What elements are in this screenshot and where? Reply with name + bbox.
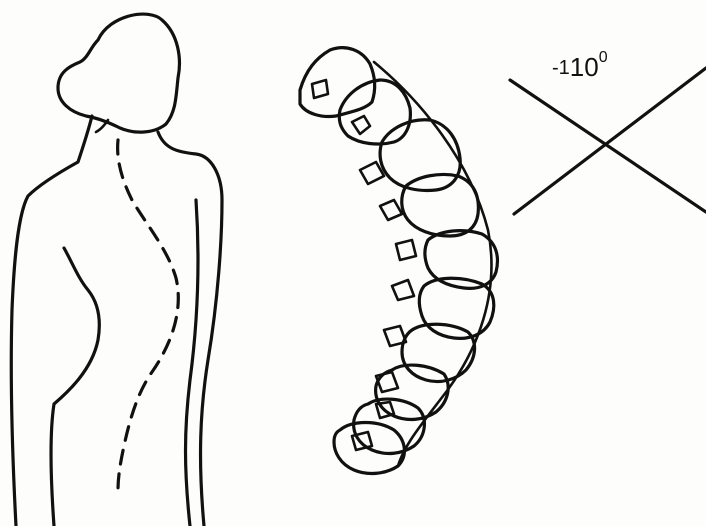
arm-back-outline	[186, 200, 199, 526]
vertebra	[384, 324, 475, 381]
angle-indicator	[510, 68, 706, 214]
angle-line-1	[510, 80, 706, 212]
human-silhouette	[11, 14, 222, 526]
vertebra	[334, 423, 404, 474]
angle-degree: 0	[599, 49, 608, 66]
back-outline	[158, 132, 222, 526]
spine-dashed-line	[118, 140, 179, 490]
angle-label: -1100	[552, 52, 608, 83]
head-outline	[58, 14, 179, 132]
vertebra	[360, 120, 460, 191]
vertebra	[300, 48, 375, 117]
arm-outline	[51, 248, 99, 526]
angle-value: 10	[570, 52, 599, 82]
vertebral-column	[300, 48, 497, 474]
angle-prefix: -1	[552, 57, 570, 79]
